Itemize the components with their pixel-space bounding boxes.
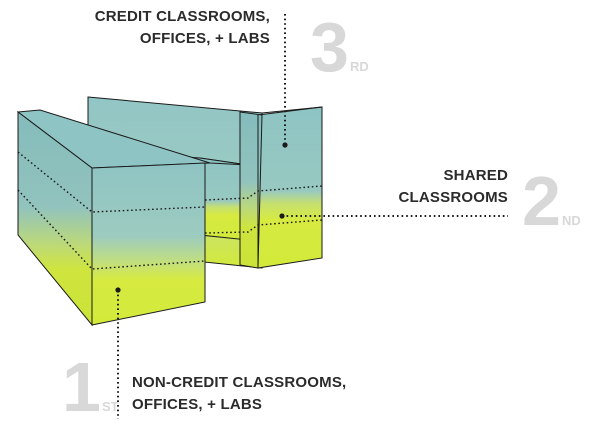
first-floor-number: 1ST	[62, 352, 119, 422]
first-floor-label: NON-CREDIT CLASSROOMS, OFFICES, + LABS	[132, 372, 346, 416]
first-floor-label-line-1: NON-CREDIT CLASSROOMS,	[132, 374, 347, 391]
second-floor-label-line-1: SHARED	[443, 167, 508, 184]
second-floor-suffix: ND	[561, 213, 581, 228]
floor-lines	[17, 151, 323, 270]
third-floor-number: 3RD	[310, 12, 369, 82]
first-floor-suffix: ST	[101, 399, 119, 414]
second-floor-label-line-2: CLASSROOMS	[398, 189, 508, 206]
first-floor-digit: 1	[62, 348, 101, 426]
leader-dots	[115, 142, 288, 293]
second-floor-label: SHARED CLASSROOMS	[340, 165, 508, 209]
right-tower	[239, 106, 323, 269]
front-block	[16, 109, 211, 327]
third-floor-label-line-1: CREDIT CLASSROOMS,	[94, 8, 270, 25]
third-floor-digit: 3	[310, 8, 349, 86]
leader-lines	[117, 14, 508, 419]
third-floor-suffix: RD	[349, 59, 369, 74]
second-floor-number: 2ND	[522, 166, 581, 236]
second-floor-digit: 2	[522, 162, 561, 240]
third-floor-label: CREDIT CLASSROOMS, OFFICES, + LABS	[62, 6, 270, 50]
third-floor-label-line-2: OFFICES, + LABS	[139, 30, 270, 47]
first-floor-label-line-2: OFFICES, + LABS	[132, 396, 263, 413]
